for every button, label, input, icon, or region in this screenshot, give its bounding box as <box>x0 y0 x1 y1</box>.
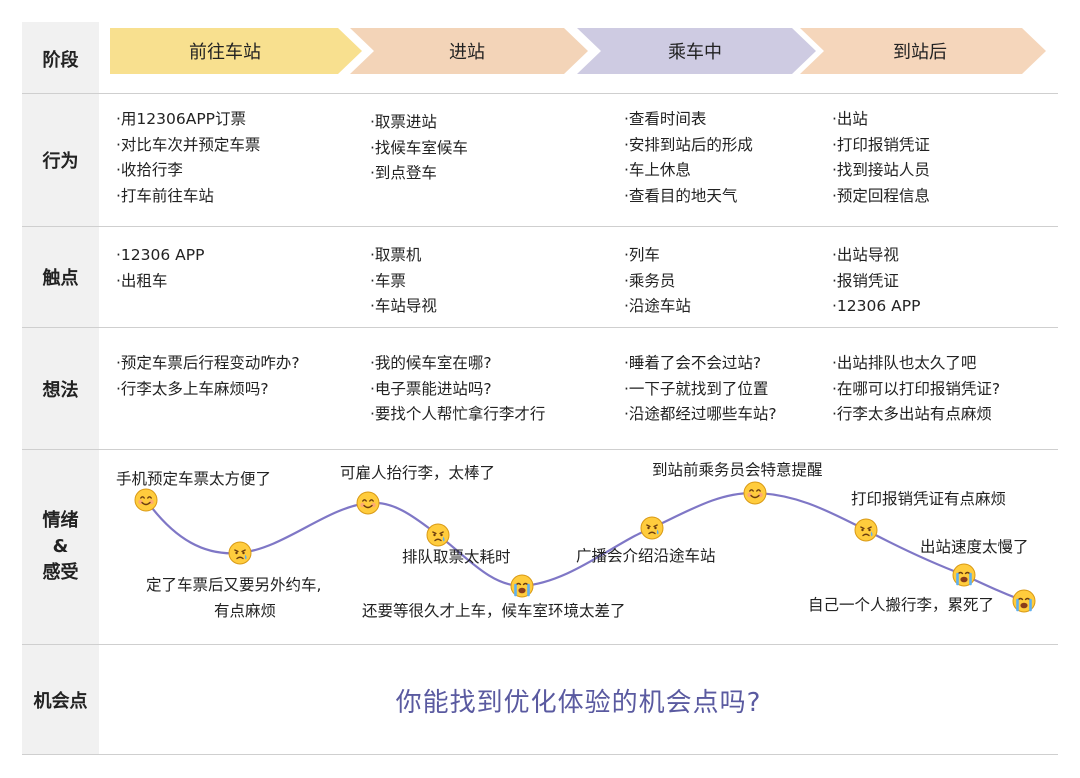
thought-item: ·出站排队也太久了吧 <box>832 354 977 372</box>
touchpoint-item: ·乘务员 <box>624 271 676 290</box>
behavior-item: ·找到接站人员 <box>832 161 930 179</box>
thought-item: ·要找个人帮忙拿行李才行 <box>370 405 546 423</box>
touchpoint-item: ·报销凭证 <box>832 271 899 290</box>
behavior-item: ·对比车次并预定车票 <box>116 135 261 154</box>
touchpoint-item: ·出站导视 <box>832 246 899 264</box>
row-label-touchpoint: 触点 <box>42 268 79 289</box>
touchpoint-item: ·车票 <box>370 271 406 290</box>
thought-item: ·行李太多出站有点麻烦 <box>832 405 992 423</box>
divider <box>22 327 1058 328</box>
emotion-label: 定了车票后又要另外约车, <box>146 576 322 594</box>
thought-item: ·沿途都经过哪些车站? <box>624 405 777 423</box>
touchpoint-item: ·列车 <box>624 246 660 264</box>
sob-emoji-icon <box>952 563 976 587</box>
touchpoint-cell-1: ·12306 APP ·出租车 <box>116 243 204 294</box>
behavior-item: ·查看目的地天气 <box>624 186 738 205</box>
behavior-item: ·查看时间表 <box>624 110 707 128</box>
behavior-item: ·安排到站后的形成 <box>624 135 753 154</box>
divider <box>22 754 1058 755</box>
emotion-label: 排队取票太耗时 <box>402 548 511 566</box>
touchpoint-item: ·沿途车站 <box>624 297 691 315</box>
emotion-label: 出站速度太慢了 <box>920 538 1029 556</box>
behavior-item: ·用12306APP订票 <box>116 110 247 128</box>
behavior-item: ·到点登车 <box>370 164 437 182</box>
thought-cell-3: ·睡着了会不会过站? ·一下子就找到了位置 ·沿途都经过哪些车站? <box>624 351 777 428</box>
emotion-label: 到站前乘务员会特意提醒 <box>652 461 823 479</box>
emotion-label: 可雇人抬行李，太棒了 <box>340 464 496 482</box>
stage-label-1: 前往车站 <box>189 42 261 63</box>
thought-item: ·行李太多上车麻烦吗? <box>116 379 269 398</box>
cry-emoji-icon <box>426 523 450 547</box>
thought-cell-4: ·出站排队也太久了吧 ·在哪可以打印报销凭证? ·行李太多出站有点麻烦 <box>832 351 1000 428</box>
behavior-item: ·打印报销凭证 <box>832 135 930 154</box>
behavior-item: ·预定回程信息 <box>832 186 930 205</box>
row-label-behavior: 行为 <box>42 151 79 172</box>
behavior-cell-1: ·用12306APP订票 ·对比车次并预定车票 ·收拾行李 ·打车前往车站 <box>116 107 260 209</box>
thought-item: ·我的候车室在哪? <box>370 354 492 372</box>
emotion-label: 打印报销凭证有点麻烦 <box>851 490 1007 508</box>
thought-cell-2: ·我的候车室在哪? ·电子票能进站吗? ·要找个人帮忙拿行李才行 <box>370 351 545 428</box>
thought-item: ·电子票能进站吗? <box>370 379 492 398</box>
row-label-stage: 阶段 <box>42 50 79 71</box>
stage-chevron-3 <box>577 28 816 74</box>
emotion-label: 有点麻烦 <box>214 602 277 620</box>
emotion-curve <box>145 491 1025 603</box>
behavior-item: ·打车前往车站 <box>116 186 214 205</box>
smile-emoji-icon <box>743 481 767 505</box>
divider <box>22 449 1058 450</box>
smile-emoji-icon <box>134 488 158 512</box>
touchpoint-cell-2: ·取票机 ·车票 ·车站导视 <box>370 243 437 320</box>
behavior-cell-3: ·查看时间表 ·安排到站后的形成 ·车上休息 ·查看目的地天气 <box>624 107 753 209</box>
stage-chevrons <box>110 28 1046 74</box>
cry-emoji-icon <box>228 541 252 565</box>
label-column-bg <box>22 22 99 754</box>
divider <box>22 226 1058 227</box>
behavior-item: ·车上休息 <box>624 161 691 179</box>
stage-chevron-4 <box>800 28 1046 74</box>
behavior-item: ·找候车室候车 <box>370 138 468 157</box>
row-label-emotion-line3: 感受 <box>42 562 79 583</box>
behavior-item: ·收拾行李 <box>116 161 183 179</box>
row-label-emotion-line1: 情绪 <box>42 510 79 531</box>
touchpoint-item: ·12306 APP <box>116 246 205 264</box>
touchpoint-item: ·出租车 <box>116 271 168 290</box>
behavior-item: ·取票进站 <box>370 113 437 131</box>
thought-cell-1: ·预定车票后行程变动咋办? ·行李太多上车麻烦吗? <box>116 351 300 402</box>
row-label-opportunity: 机会点 <box>33 690 88 712</box>
emotion-label: 自己一个人搬行李，累死了 <box>808 596 995 614</box>
touchpoint-item: ·车站导视 <box>370 297 437 315</box>
row-label-emotion-line2: & <box>52 536 69 557</box>
stage-chevron-1 <box>110 28 362 74</box>
behavior-item: ·出站 <box>832 110 868 128</box>
thought-item: ·睡着了会不会过站? <box>624 354 762 372</box>
sob-emoji-icon <box>1012 589 1036 613</box>
emotion-label: 还要等很久才上车，候车室环境太差了 <box>362 602 626 620</box>
thought-item: ·预定车票后行程变动咋办? <box>116 354 300 372</box>
touchpoint-item: ·取票机 <box>370 246 422 264</box>
row-label-thought: 想法 <box>42 379 79 401</box>
cry-emoji-icon <box>640 516 664 540</box>
smile-emoji-icon <box>356 491 380 515</box>
emotion-label: 手机预定车票太方便了 <box>116 470 272 488</box>
stage-label-4: 到站后 <box>893 42 947 63</box>
opportunity-question: 你能找到优化体验的机会点吗? <box>395 687 762 718</box>
emotion-label: 广播会介绍沿途车站 <box>576 547 716 565</box>
sob-emoji-icon <box>510 574 534 598</box>
touchpoint-cell-3: ·列车 ·乘务员 ·沿途车站 <box>624 243 691 320</box>
touchpoint-cell-4: ·出站导视 ·报销凭证 ·12306 APP <box>832 243 920 320</box>
row-label-emotion: 情绪 & 感受 <box>22 450 99 644</box>
thought-item: ·在哪可以打印报销凭证? <box>832 379 1001 398</box>
touchpoint-item: ·12306 APP <box>832 297 921 315</box>
stage-label-2: 进站 <box>449 42 485 63</box>
stage-label-3: 乘车中 <box>668 42 722 63</box>
thought-item: ·一下子就找到了位置 <box>624 379 769 398</box>
cry-emoji-icon <box>854 518 878 542</box>
stage-chevron-2 <box>350 28 588 74</box>
behavior-cell-4: ·出站 ·打印报销凭证 ·找到接站人员 ·预定回程信息 <box>832 107 930 209</box>
behavior-cell-2: ·取票进站 ·找候车室候车 ·到点登车 <box>370 110 468 187</box>
divider <box>22 93 1058 94</box>
divider <box>22 644 1058 645</box>
